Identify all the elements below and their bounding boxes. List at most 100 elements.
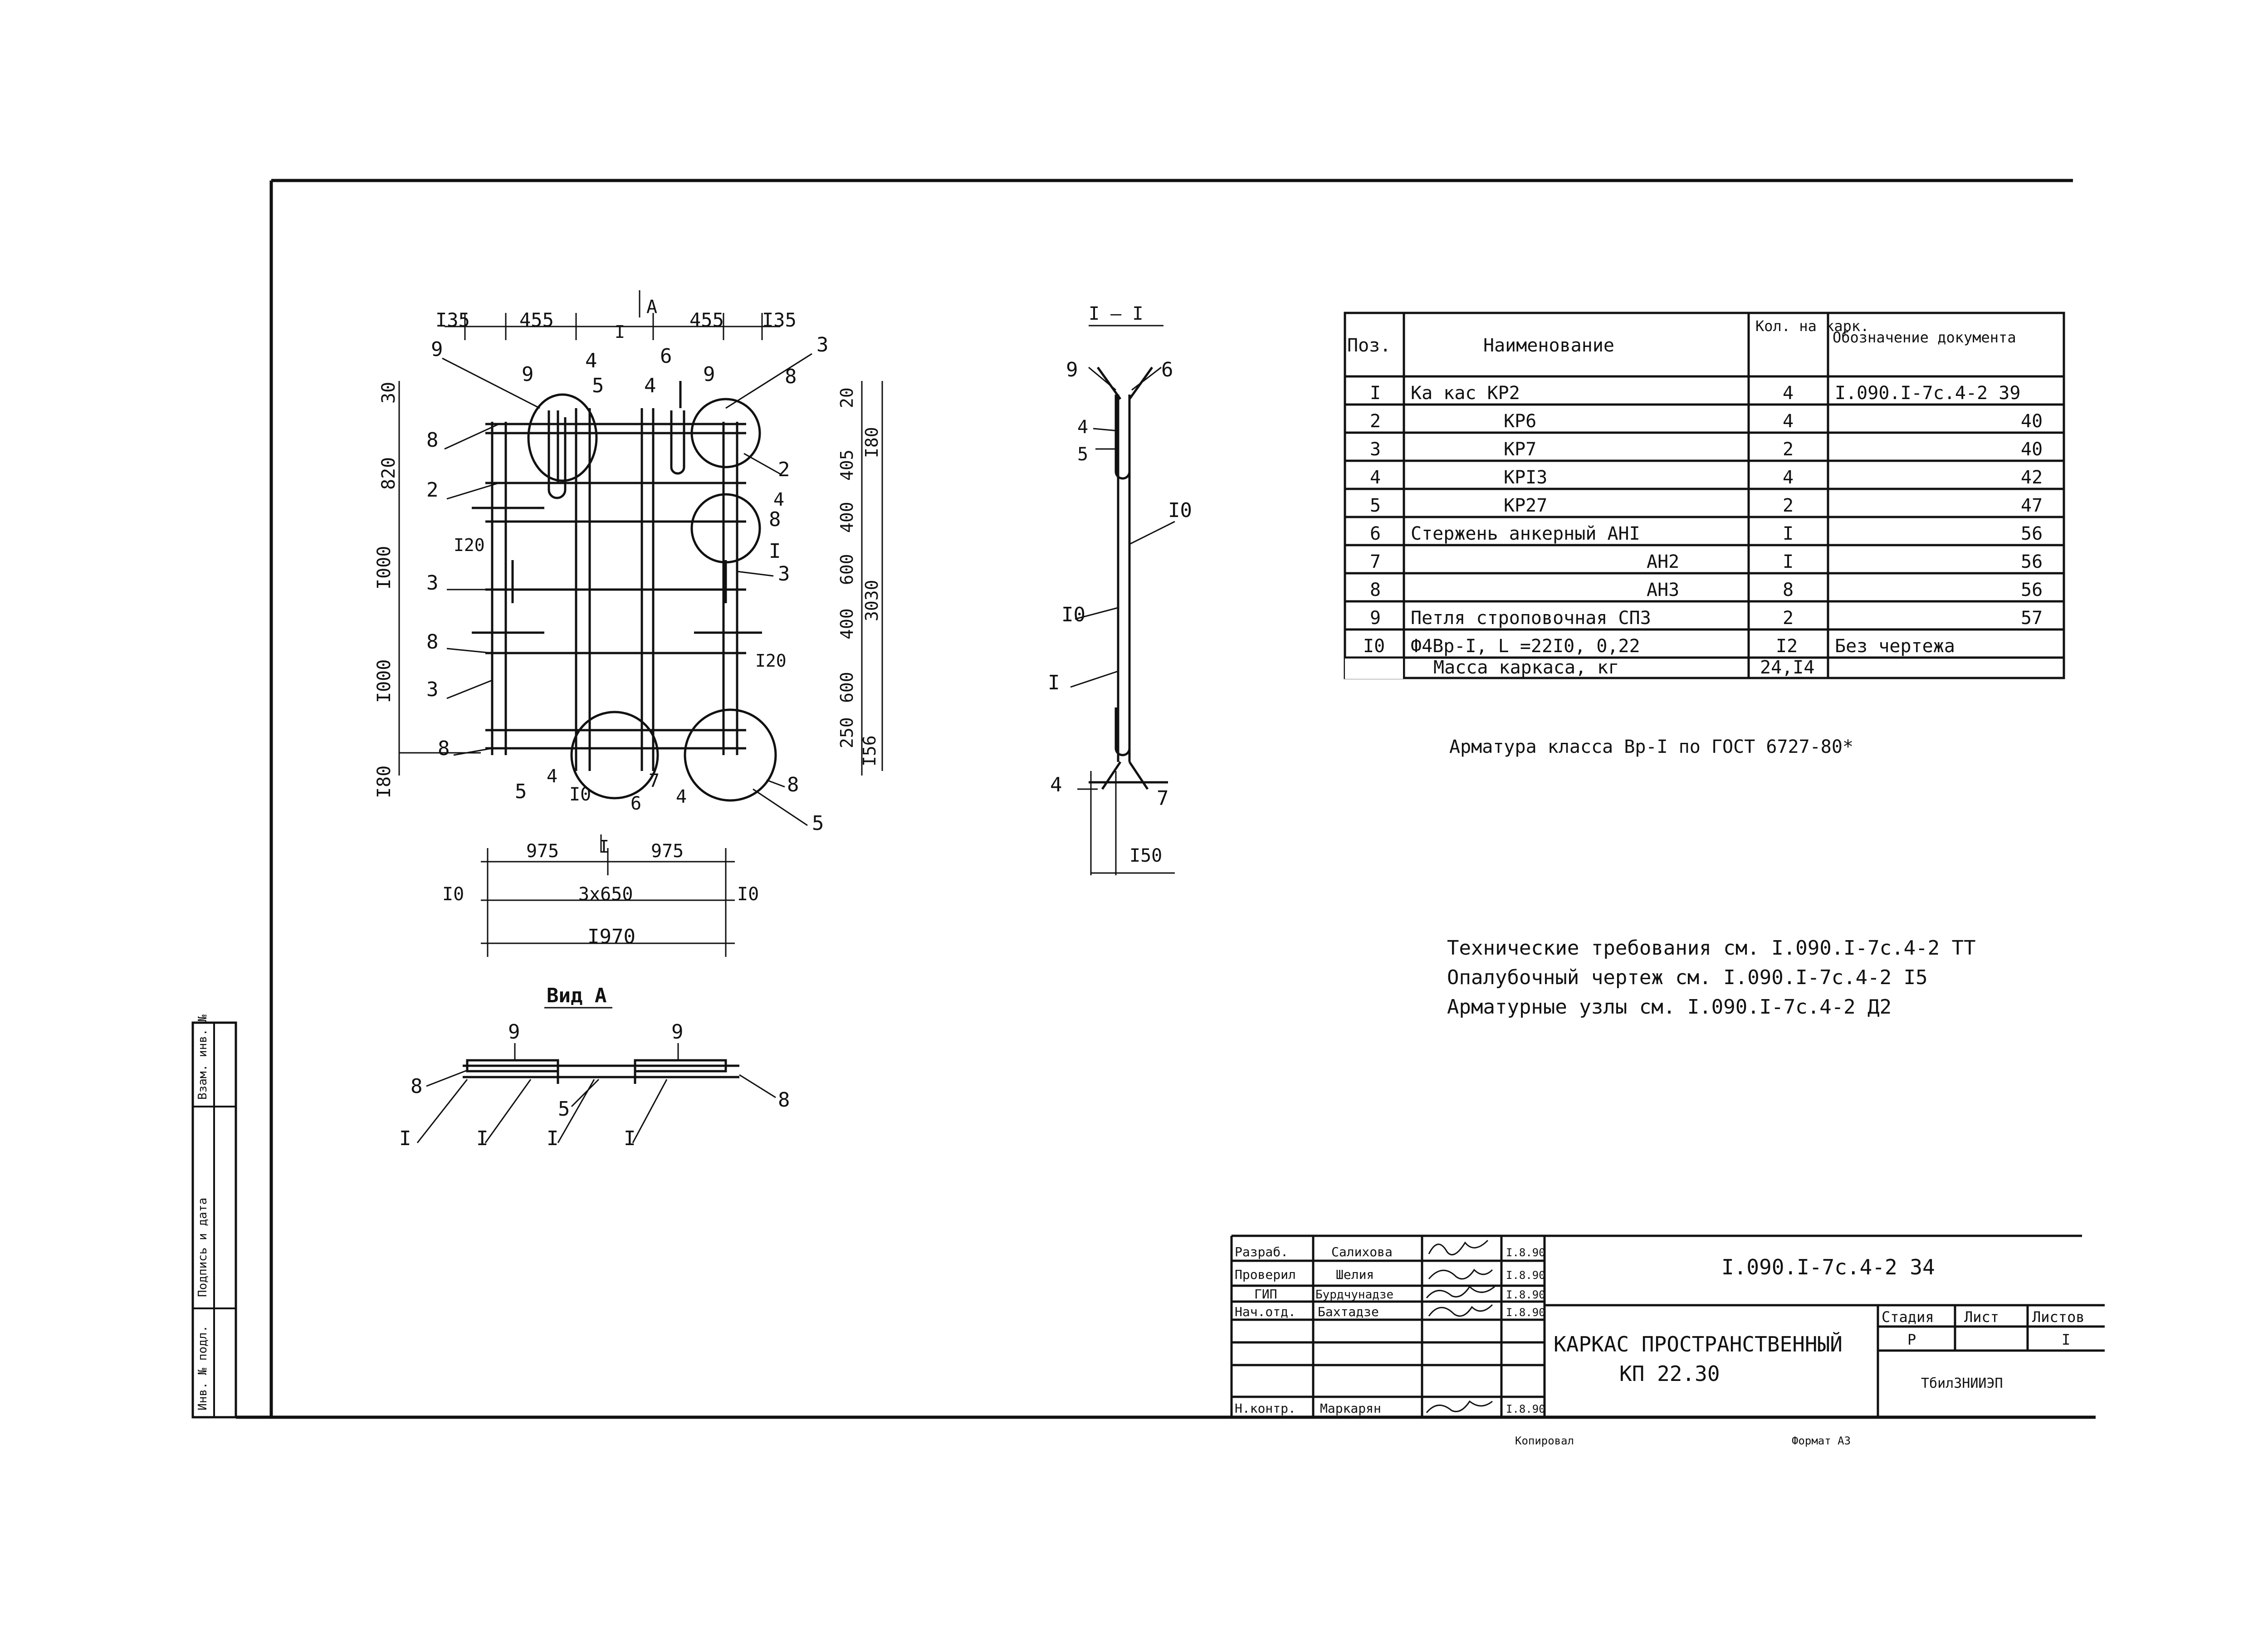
dim-right-1: 20 — [837, 387, 857, 408]
title-block-grid — [1230, 1234, 2105, 1417]
callout: 3 — [426, 678, 439, 701]
view-a-labels: 9 9 8 5 8 I I I I — [399, 1020, 790, 1150]
dim-left-4: I000 — [374, 659, 395, 703]
spec-name: Петля строповочная СП3 — [1411, 608, 1651, 629]
section-drawing — [1089, 366, 1168, 790]
spec-doc: 40 — [2021, 439, 2043, 460]
callout: I0 — [1168, 499, 1192, 522]
notes: Арматура класса Вр-I по ГОСТ 6727-80* Те… — [1447, 737, 1976, 1019]
plan-dimensions — [398, 290, 883, 957]
callout: 9 — [703, 363, 715, 386]
callout: 8 — [778, 1088, 790, 1112]
callout: 8 — [426, 630, 439, 654]
stamp-date: I.8.90 — [1506, 1246, 1545, 1259]
armature-note: Арматура класса Вр-I по ГОСТ 6727-80* — [1449, 737, 1853, 757]
spec-doc: 42 — [2021, 467, 2043, 488]
dim-left-1: 30 — [378, 382, 399, 404]
spec-qty: 8 — [1783, 580, 1794, 600]
drawing-title-2: КП 22.30 — [1619, 1361, 1720, 1386]
stamp-date: I.8.90 — [1506, 1269, 1545, 1282]
callout: 4 — [585, 349, 597, 372]
stamp-date: I.8.90 — [1506, 1306, 1545, 1319]
view-a-leaders — [416, 1043, 776, 1143]
callout: 5 — [1077, 444, 1088, 465]
spec-pos: 5 — [1370, 495, 1381, 516]
spec-mass-label: Масса каркаса, кг — [1433, 657, 1619, 678]
plan-view — [472, 381, 777, 802]
inner-120-a: I20 — [454, 535, 485, 555]
spec-doc: 56 — [2021, 580, 2043, 600]
callout: 9 — [508, 1020, 520, 1044]
stamp-date: I.8.90 — [1506, 1403, 1545, 1415]
spec-row: 6 Стержень анкерный АНI I 56 — [1370, 523, 2043, 544]
dim-bottom-total: I970 — [587, 925, 635, 948]
spec-name: КР27 — [1504, 495, 1547, 516]
dim-left-5: I80 — [374, 766, 395, 798]
callout: I0 — [1061, 603, 1085, 626]
dim-right-5: 400 — [837, 608, 857, 639]
spec-pos: 4 — [1370, 467, 1381, 488]
spec-pos: 7 — [1370, 551, 1381, 572]
dim-bottom-pitch: 3x650 — [578, 884, 633, 905]
signature — [1426, 1285, 1495, 1298]
spec-name: КР7 — [1504, 439, 1536, 460]
stage-header: Стадия — [1882, 1308, 1934, 1326]
section-dim: I50 — [1129, 845, 1162, 866]
section-labels: 9 6 4 5 I0 I0 I 4 7 I50 — [1048, 358, 1192, 866]
stamp-role: ГИП — [1254, 1287, 1277, 1302]
spec-pos: I — [1370, 383, 1381, 404]
spec-doc: 56 — [2021, 551, 2043, 572]
sheet-frame — [236, 179, 2096, 1419]
dim-right-7: 250 — [837, 717, 857, 748]
callout: 8 — [769, 508, 781, 531]
dim-right-total-2: 3030 — [862, 580, 882, 621]
dim-top-4: I35 — [762, 309, 797, 331]
plan-labels: A I I I35 455 455 I35 30 820 I000 I000 I… — [374, 297, 882, 948]
spec-table-grid — [1344, 312, 2065, 679]
callout: 8 — [426, 429, 439, 452]
spec-header-qty: Кол. на карк. — [1755, 317, 1869, 335]
sheets-value: I — [2062, 1331, 2070, 1348]
spec-header-doc: Обозначение документа — [1833, 329, 2016, 346]
spec-pos: 9 — [1370, 608, 1381, 629]
spec-table: Поз. Наименование Кол. на карк. Обозначе… — [1347, 317, 2043, 678]
callout: 4 — [547, 766, 557, 787]
organization: ТбилЗНИИЭП — [1921, 1375, 2003, 1391]
callout: I — [769, 540, 781, 563]
stamp-role: Нач.отд. — [1235, 1304, 1296, 1319]
spec-qty: I — [1783, 523, 1794, 544]
callout: 2 — [778, 458, 790, 481]
callout: 5 — [812, 812, 824, 835]
stage-value: Р — [1907, 1331, 1916, 1348]
spec-name: Стержень анкерный АНI — [1411, 523, 1640, 544]
spec-doc: 56 — [2021, 523, 2043, 544]
note-line: Опалубочный чертеж см. I.090.I-7с.4-2 I5 — [1447, 966, 1928, 989]
view-a-title: Вид А — [547, 984, 606, 1007]
callout: 8 — [411, 1075, 423, 1098]
callout: 8 — [438, 737, 450, 760]
spec-row: 2 КР6 4 40 — [1370, 411, 2043, 432]
stamp-role: Разраб. — [1235, 1244, 1288, 1259]
spec-pos: 2 — [1370, 411, 1381, 432]
callout: 4 — [676, 786, 687, 807]
spec-row: 4 КРI3 4 42 — [1370, 467, 2043, 488]
spec-qty: 4 — [1783, 383, 1794, 404]
dim-bottom-edge-2: I0 — [737, 884, 759, 905]
note-line: Арматурные узлы см. I.090.I-7с.4-2 Д2 — [1447, 995, 1892, 1019]
callout: 4 — [1077, 417, 1088, 438]
sheets-header: Листов — [2032, 1308, 2085, 1326]
spec-doc: 47 — [2021, 495, 2043, 516]
callout: 6 — [631, 793, 641, 814]
callout: 2 — [426, 478, 439, 502]
stamp-name: Бахтадзе — [1318, 1304, 1379, 1319]
spec-header-name: Наименование — [1483, 335, 1614, 356]
callout: I — [476, 1127, 489, 1150]
dim-bottom-1: 975 — [526, 841, 559, 862]
note-line: Технические требования см. I.090.I-7с.4-… — [1447, 937, 1976, 960]
dim-left-3: I000 — [374, 546, 395, 590]
callout: 8 — [787, 773, 799, 796]
callout: 9 — [1066, 358, 1078, 381]
spec-qty: 2 — [1783, 439, 1794, 460]
callout: I — [399, 1127, 411, 1150]
spec-name: Ка кас КР2 — [1411, 383, 1520, 404]
